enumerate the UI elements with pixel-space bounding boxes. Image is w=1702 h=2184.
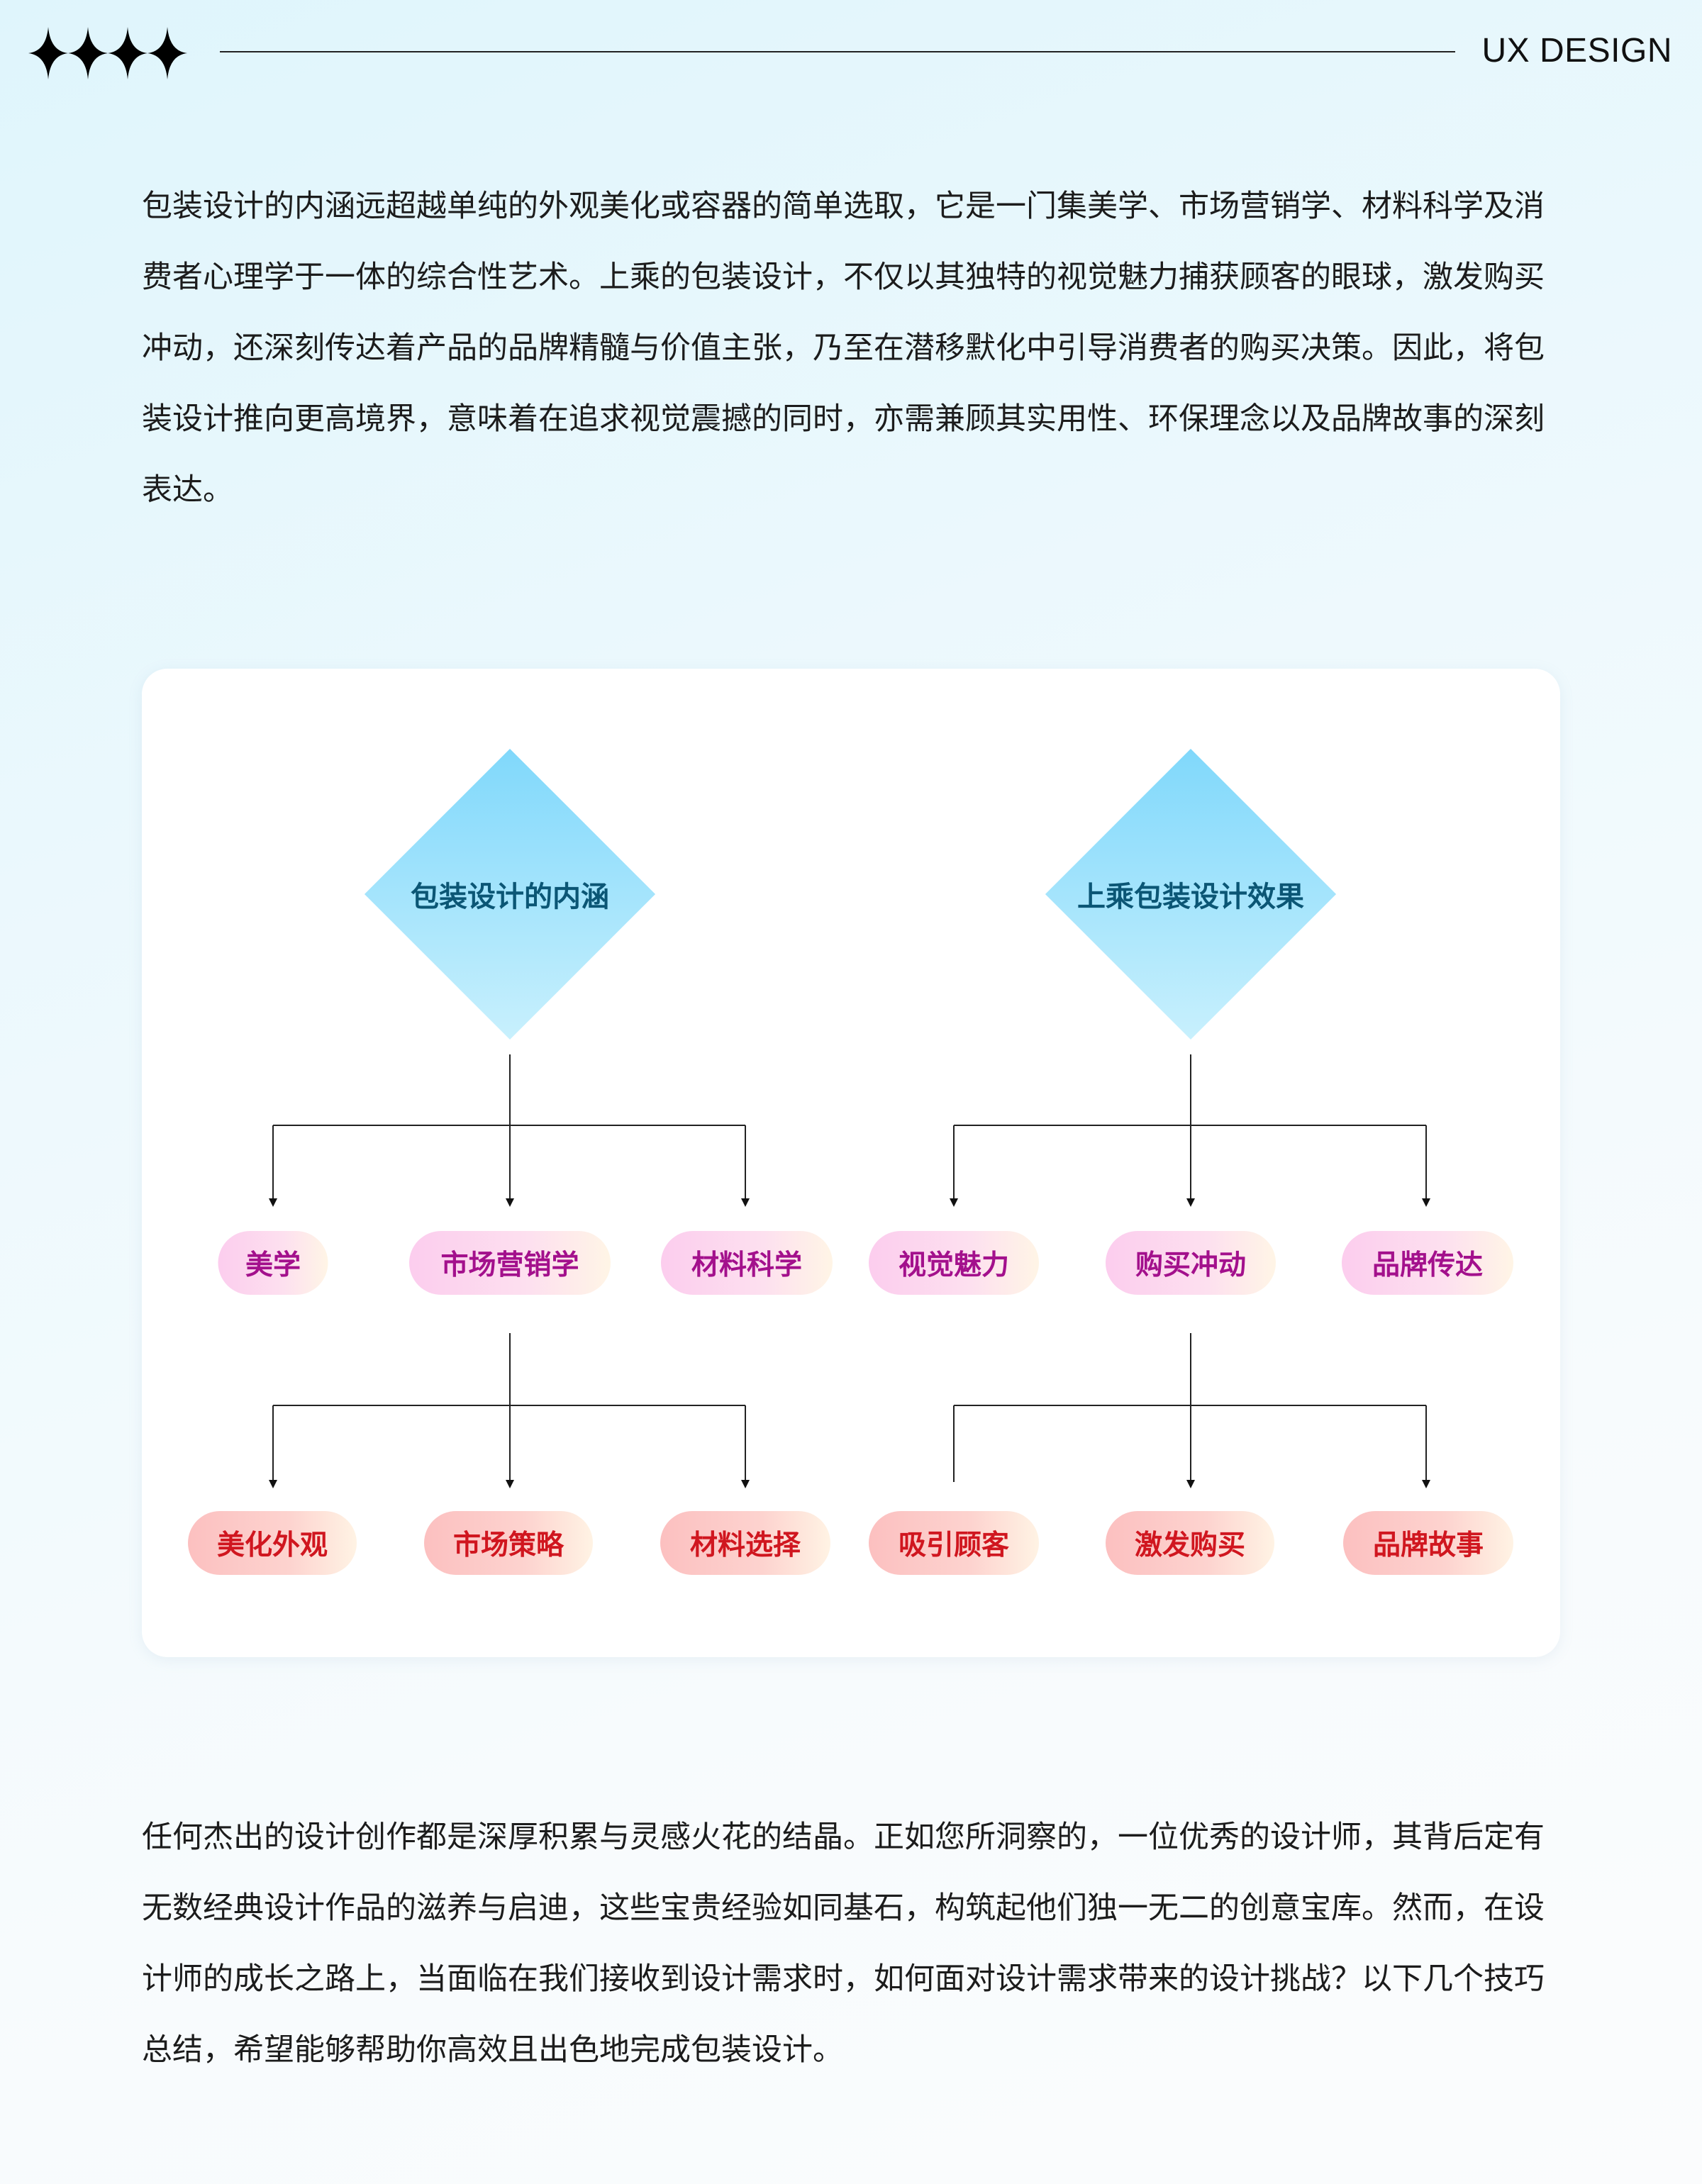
diamond-node-left: 包装设计的内涵 xyxy=(361,745,659,1043)
pill-brand-communication: 品牌传达 xyxy=(1342,1231,1513,1295)
pill-material-selection: 材料选择 xyxy=(660,1511,830,1575)
brand-label: UX DESIGN xyxy=(1481,32,1672,69)
diamond-title: 包装设计的内涵 xyxy=(411,881,609,913)
header-divider xyxy=(220,51,1455,52)
arrow-head xyxy=(269,1480,277,1488)
intro-paragraph: 包装设计的内涵远超越单纯的外观美化或容器的简单选取，它是一门集美学、市场营销学、… xyxy=(142,189,1545,508)
four-sparkle-stars-icon xyxy=(28,27,187,79)
diagram-card xyxy=(142,669,1560,1657)
arrow-head xyxy=(741,1480,750,1488)
pill-marketing: 市场营销学 xyxy=(409,1231,611,1295)
diamond-node-right: 上乘包装设计效果 xyxy=(1042,745,1340,1043)
pill-brand-story: 品牌故事 xyxy=(1343,1511,1513,1575)
pill-visual-appeal: 视觉魅力 xyxy=(869,1231,1039,1295)
arrow-head xyxy=(506,1480,514,1488)
pill-market-strategy: 市场策略 xyxy=(424,1511,593,1575)
arrow-head xyxy=(1422,1480,1430,1488)
arrow-head xyxy=(1186,1480,1195,1488)
pill-material-science: 材料科学 xyxy=(661,1231,833,1295)
pill-attract-customers: 吸引顾客 xyxy=(869,1511,1039,1575)
diamond-title: 上乘包装设计效果 xyxy=(1077,881,1304,913)
arrow-head xyxy=(1422,1198,1430,1207)
pill-aesthetics: 美学 xyxy=(218,1231,328,1295)
arrow-head xyxy=(506,1198,514,1207)
arrow-head xyxy=(1186,1198,1195,1207)
arrow-head xyxy=(269,1198,277,1207)
pill-purchase-impulse: 购买冲动 xyxy=(1106,1231,1276,1295)
arrow-head xyxy=(950,1198,958,1207)
arrow-head xyxy=(741,1198,750,1207)
pill-stimulate-purchase: 激发购买 xyxy=(1106,1511,1274,1575)
pill-beautify-appearance: 美化外观 xyxy=(188,1511,357,1575)
outro-paragraph: 任何杰出的设计创作都是深厚积累与灵感火花的结晶。正如您所洞察的，一位优秀的设计师… xyxy=(142,1820,1545,2068)
